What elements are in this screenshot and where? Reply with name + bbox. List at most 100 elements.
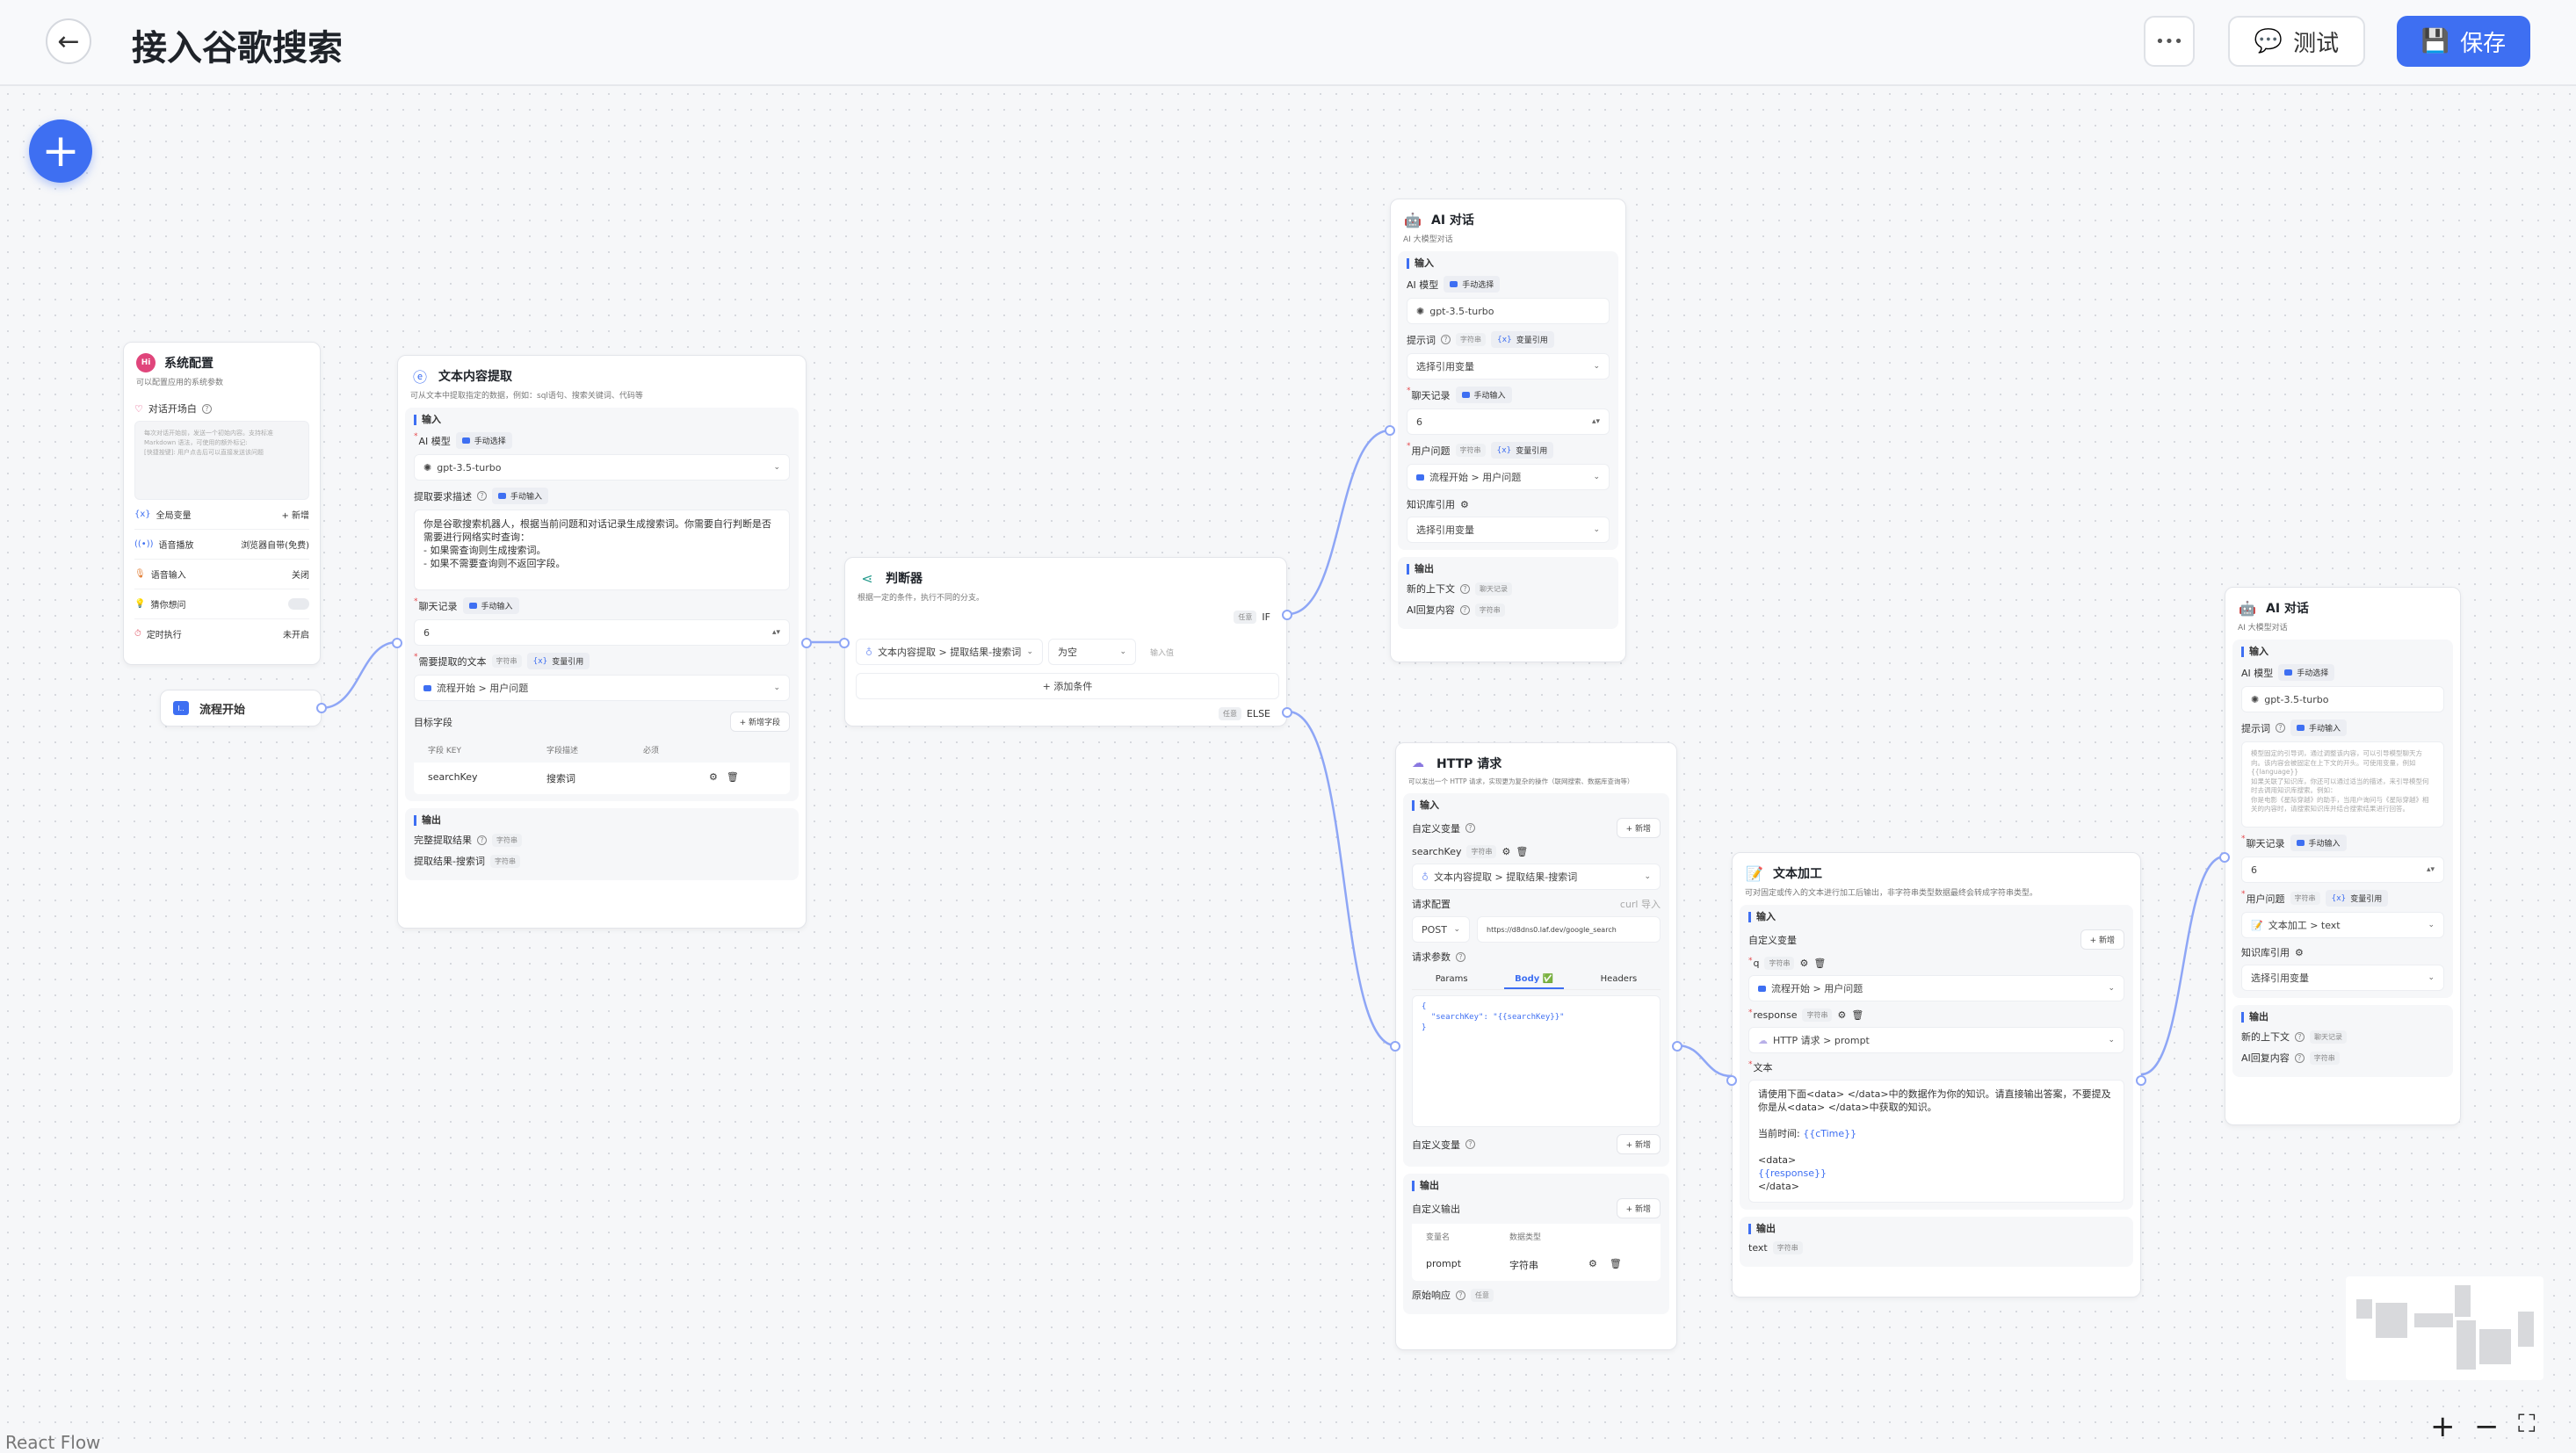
question-select[interactable]: 流程开始 > 用户问题⌄: [1407, 464, 1610, 490]
q-ref-select[interactable]: 流程开始 > 用户问题⌄: [1748, 975, 2124, 1001]
model-select[interactable]: ✺gpt-3.5-turbo⌄: [414, 454, 790, 481]
output-handle[interactable]: [1672, 1041, 1682, 1052]
model-select[interactable]: ✺gpt-3.5-turbo: [2241, 686, 2444, 712]
edge-start-extract[interactable]: [321, 640, 398, 710]
trash-icon[interactable]: 🗑: [726, 771, 739, 783]
input-handle[interactable]: [1390, 1041, 1400, 1052]
input-handle[interactable]: [2219, 852, 2230, 863]
edge-judge-http[interactable]: [1287, 710, 1396, 1047]
else-label: ELSE: [1246, 708, 1270, 719]
history-stepper[interactable]: 6▴▾: [414, 619, 790, 646]
zoom-in-button[interactable]: +: [2430, 1409, 2456, 1444]
add-global-var-button[interactable]: + 新增: [281, 511, 309, 521]
mode-tag[interactable]: 手动选择: [455, 432, 512, 449]
gear-icon[interactable]: ⚙: [1799, 958, 1809, 969]
gear-icon[interactable]: ⚙: [2295, 946, 2304, 958]
section-title: 输入: [414, 415, 790, 425]
tab-headers[interactable]: Headers: [1600, 974, 1638, 984]
stepper-icon[interactable]: ▴▾: [771, 628, 780, 637]
operator-select[interactable]: 为空⌄: [1048, 639, 1136, 665]
welcome-textarea[interactable]: 每次对话开始前，发送一个初始内容。支持标准 Markdown 语法，可使用的额外…: [134, 421, 309, 500]
gear-icon[interactable]: ⚙: [1837, 1009, 1847, 1021]
if-handle[interactable]: [1282, 610, 1292, 620]
method-select[interactable]: POST⌄: [1412, 916, 1470, 943]
node-ai-chat-2[interactable]: 🤖AI 对话 AI 大模型对话 输入 AI 模型手动选择 ✺gpt-3.5-tu…: [2219, 587, 2461, 1125]
trash-icon[interactable]: 🗑: [1609, 1258, 1622, 1269]
react-flow-attribution[interactable]: React Flow: [5, 1432, 101, 1453]
input-handle[interactable]: [392, 638, 402, 648]
curl-import-button[interactable]: curl 导入: [1619, 899, 1661, 910]
fit-view-button[interactable]: ⛶: [2518, 1409, 2536, 1438]
gear-icon[interactable]: ⚙: [1588, 1258, 1597, 1269]
history-stepper[interactable]: 6▴▾: [2241, 857, 2444, 883]
schedule-select[interactable]: 未开启: [283, 631, 309, 640]
more-button[interactable]: •••: [2144, 16, 2195, 67]
add-variable-button[interactable]: + 新增: [1616, 1134, 1661, 1154]
model-select[interactable]: ✺gpt-3.5-turbo: [1407, 298, 1610, 324]
trash-icon[interactable]: 🗑: [1851, 1009, 1864, 1021]
kb-select[interactable]: 选择引用变量⌄: [1407, 517, 1610, 543]
text-ref-select[interactable]: 流程开始 > 用户问题⌄: [414, 675, 790, 701]
else-handle[interactable]: [1282, 707, 1292, 718]
zoom-out-button[interactable]: −: [2474, 1409, 2500, 1444]
question-select[interactable]: 📝文本加工 > text⌄: [2241, 912, 2444, 938]
body-editor[interactable]: { "searchKey": "{{searchKey}}" }: [1412, 995, 1661, 1127]
history-stepper[interactable]: 6▴▾: [1407, 408, 1610, 435]
guess-toggle[interactable]: [288, 598, 309, 610]
save-button[interactable]: 💾保存: [2397, 16, 2530, 67]
prompt-textarea[interactable]: 你是谷歌搜索机器人，根据当前问题和对话记录生成搜索词。你需要自行判断是否需要进行…: [414, 510, 790, 590]
minimap[interactable]: [2346, 1276, 2543, 1380]
mode-tag[interactable]: 手动输入: [492, 488, 549, 504]
condition-value-input[interactable]: 输入值: [1150, 648, 1175, 658]
mode-tag[interactable]: {x}变量引用: [526, 653, 590, 669]
arrow-left-icon: ←: [57, 25, 80, 57]
text-editor[interactable]: 请使用下面<data> </data>中的数据作为你的知识。请直接输出答案，不要…: [1748, 1080, 2124, 1203]
mode-tag[interactable]: 手动输入: [462, 597, 519, 614]
node-http-request[interactable]: ☁HTTP 请求 可以发出一个 HTTP 请求，实现更为复杂的操作（联网搜索、数…: [1390, 742, 1682, 1350]
kb-select[interactable]: 选择引用变量⌄: [2241, 965, 2444, 991]
test-button[interactable]: 💬测试: [2228, 16, 2365, 67]
url-input[interactable]: https://d8dns0.laf.dev/google_search: [1477, 916, 1661, 943]
add-node-button[interactable]: +: [29, 119, 92, 183]
add-variable-button[interactable]: + 新增: [2080, 929, 2124, 950]
prompt-textarea[interactable]: 模型固定的引导词，通过调整该内容，可以引导模型聊天方向。该内容会被固定在上下文的…: [2241, 741, 2444, 828]
input-handle[interactable]: [1385, 425, 1395, 436]
flow-canvas[interactable]: [0, 86, 2576, 1451]
add-field-button[interactable]: + 新增字段: [729, 712, 790, 732]
output-handle[interactable]: [316, 703, 327, 713]
response-ref-select[interactable]: ☁HTTP 请求 > prompt⌄: [1748, 1027, 2124, 1053]
variable-ref-select[interactable]: ♁文本内容提取 > 提取结果-搜索词⌄: [1412, 864, 1661, 890]
gear-icon[interactable]: ⚙: [709, 771, 718, 783]
chevron-down-icon: ⌄: [773, 463, 780, 472]
edge-textproc-ai2[interactable]: [2140, 855, 2225, 1076]
add-condition-button[interactable]: + 添加条件: [856, 673, 1279, 699]
back-button[interactable]: ←: [46, 18, 91, 64]
tab-params[interactable]: Params: [1435, 974, 1468, 984]
tts-select[interactable]: 浏览器自带(免费): [241, 541, 309, 551]
add-output-button[interactable]: + 新增: [1616, 1198, 1661, 1218]
input-handle[interactable]: [839, 638, 850, 648]
gear-icon[interactable]: ⚙: [1501, 846, 1511, 857]
gear-icon[interactable]: ⚙: [1460, 498, 1469, 510]
tab-body[interactable]: Body ✅: [1504, 971, 1565, 989]
node-text-processing[interactable]: 📝文本加工 可对固定或传入的文本进行加工后输出，非字符串类型数据最终会转成字符串…: [1726, 852, 2146, 1298]
prompt-select[interactable]: 选择引用变量⌄: [1407, 353, 1610, 380]
node-flow-start[interactable]: I.. 流程开始: [160, 690, 327, 726]
edge-judge-ai1[interactable]: [1287, 429, 1391, 616]
edge-http-textproc[interactable]: [1676, 1044, 1733, 1078]
http-cloud-icon: ☁: [1412, 756, 1424, 770]
condition-variable-select[interactable]: ♁文本内容提取 > 提取结果-搜索词⌄: [856, 639, 1043, 665]
mode-tag[interactable]: 手动选择: [1444, 276, 1501, 293]
input-handle[interactable]: [1726, 1075, 1737, 1086]
voice-input-select[interactable]: 关闭: [292, 571, 309, 581]
trash-icon[interactable]: 🗑: [1516, 846, 1529, 857]
node-ai-chat-1[interactable]: 🤖AI 对话 AI 大模型对话 输入 AI 模型手动选择 ✺gpt-3.5-tu…: [1385, 199, 1626, 662]
trash-icon[interactable]: 🗑: [1813, 958, 1827, 969]
output-handle[interactable]: [801, 638, 812, 648]
add-variable-button[interactable]: + 新增: [1616, 818, 1661, 838]
output-handle[interactable]: [2136, 1075, 2146, 1086]
welcome-label: 对话开场白: [148, 403, 197, 415]
